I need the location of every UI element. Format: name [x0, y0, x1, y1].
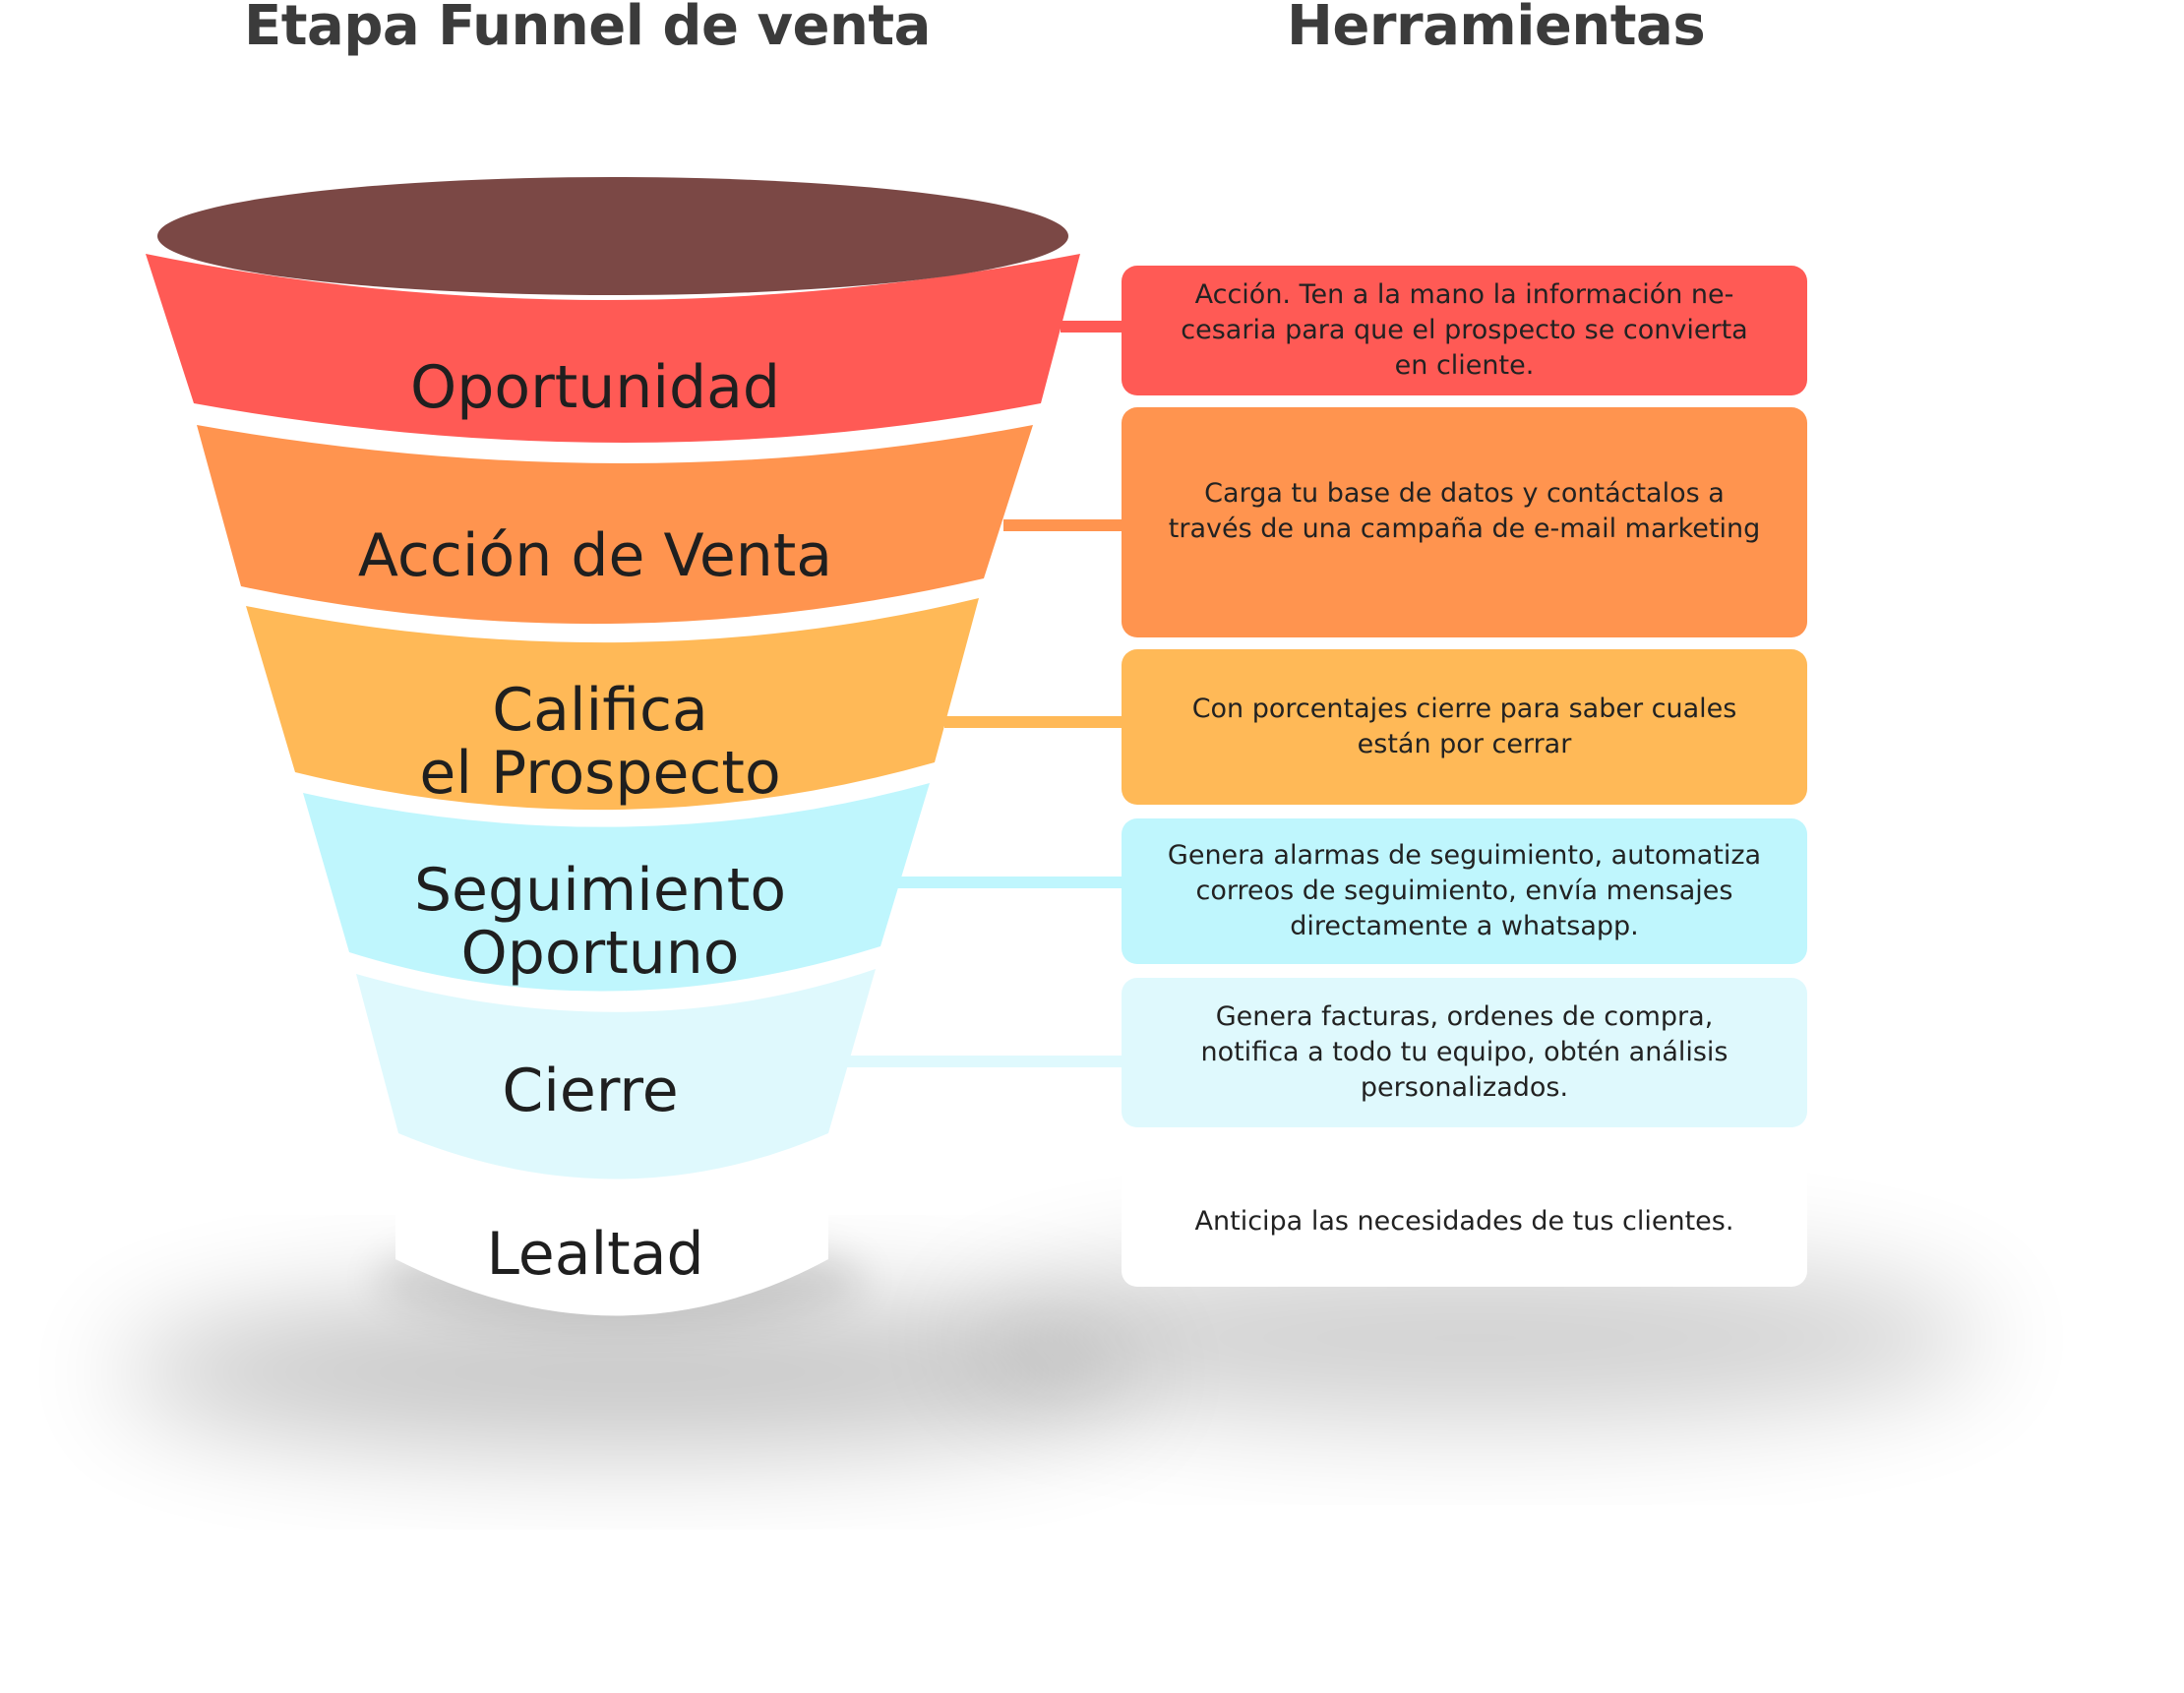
- connector-accion: [1003, 519, 1123, 531]
- tool-text-califica: Con porcentajes cierre para saber cuales…: [1191, 694, 1737, 759]
- tool-box-oportunidad: Acción. Ten a la mano la información ne-…: [1122, 266, 1807, 395]
- seguimiento-segment: [303, 783, 930, 992]
- tool-text-seguimiento: Genera alarmas de seguimiento, automatiz…: [1167, 840, 1762, 941]
- oportunidad-segment: [146, 254, 1080, 443]
- stage-label-seguimiento: Seguimiento Oportuno: [413, 856, 787, 988]
- stage-label-oportunidad: Oportunidad: [410, 353, 780, 422]
- funnel-top-opening: [157, 177, 1068, 295]
- tool-box-accion: Carga tu base de datos y contáctalos a t…: [1122, 407, 1807, 637]
- stage-label-accion: Acción de Venta: [357, 521, 833, 590]
- cierre-segment: [356, 969, 876, 1179]
- tools-column-heading: Herramientas: [1287, 0, 1706, 58]
- connector-oportunidad: [1061, 321, 1123, 333]
- tool-text-accion: Carga tu base de datos y contáctalos a t…: [1168, 478, 1761, 544]
- funnel-floor-shadow: [118, 1294, 1141, 1451]
- tool-box-cierre: Genera facturas, ordenes de compra, noti…: [1122, 978, 1807, 1127]
- tool-text-cierre: Genera facturas, ordenes de compra, noti…: [1200, 1001, 1729, 1103]
- tool-text-oportunidad: Acción. Ten a la mano la información ne-…: [1181, 279, 1748, 381]
- lealtad-segment: [395, 1156, 828, 1316]
- stage-column-heading: Etapa Funnel de venta: [244, 0, 931, 58]
- tool-box-seguimiento: Genera alarmas de seguimiento, automatiz…: [1122, 818, 1807, 964]
- califica-segment: [246, 598, 979, 811]
- stage-label-califica: Califica el Prospecto: [419, 676, 781, 808]
- tools-floor-shadow: [964, 1254, 1987, 1421]
- connector-cierre: [846, 1056, 1123, 1067]
- tool-box-lealtad: Anticipa las necesidades de tus clientes…: [1122, 1137, 1807, 1287]
- tool-text-lealtad: Anticipa las necesidades de tus clientes…: [1194, 1206, 1734, 1237]
- accion-segment: [197, 425, 1033, 625]
- stage-label-lealtad: Lealtad: [486, 1220, 704, 1289]
- connector-seguimiento: [895, 877, 1123, 888]
- stage-label-cierre: Cierre: [502, 1057, 679, 1125]
- connector-califica: [944, 716, 1123, 728]
- tool-box-califica: Con porcentajes cierre para saber cuales…: [1122, 649, 1807, 805]
